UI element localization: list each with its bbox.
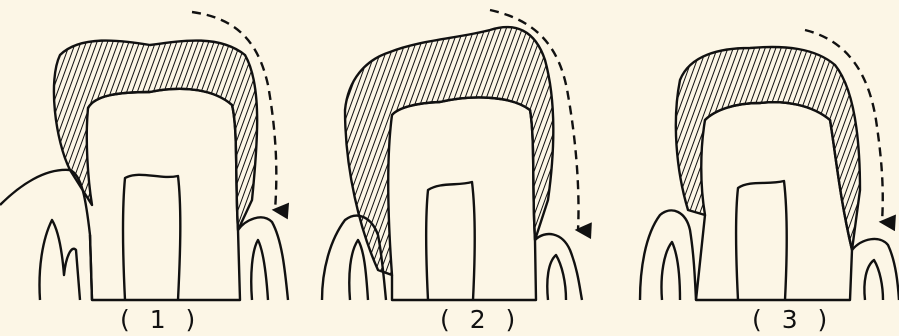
dentin-2 xyxy=(392,97,536,300)
gum-right-3 xyxy=(852,239,899,300)
gum-right-2 xyxy=(535,234,582,300)
tooth-figure-3 xyxy=(640,30,899,300)
enamel-crown-2 xyxy=(345,27,553,275)
tooth-figure-1 xyxy=(0,12,288,300)
pulp-3 xyxy=(736,181,787,300)
figure-label-1: ( 1 ) xyxy=(120,305,201,334)
pulp-1 xyxy=(123,175,180,300)
dentin-1 xyxy=(88,89,240,300)
tooth-figure-2 xyxy=(322,10,582,300)
figure-label-2: ( 2 ) xyxy=(440,305,521,334)
pulp-2 xyxy=(426,182,475,300)
figure-label-3: ( 3 ) xyxy=(752,305,833,334)
dentin-3 xyxy=(696,102,852,300)
gum-left-3 xyxy=(640,210,696,300)
